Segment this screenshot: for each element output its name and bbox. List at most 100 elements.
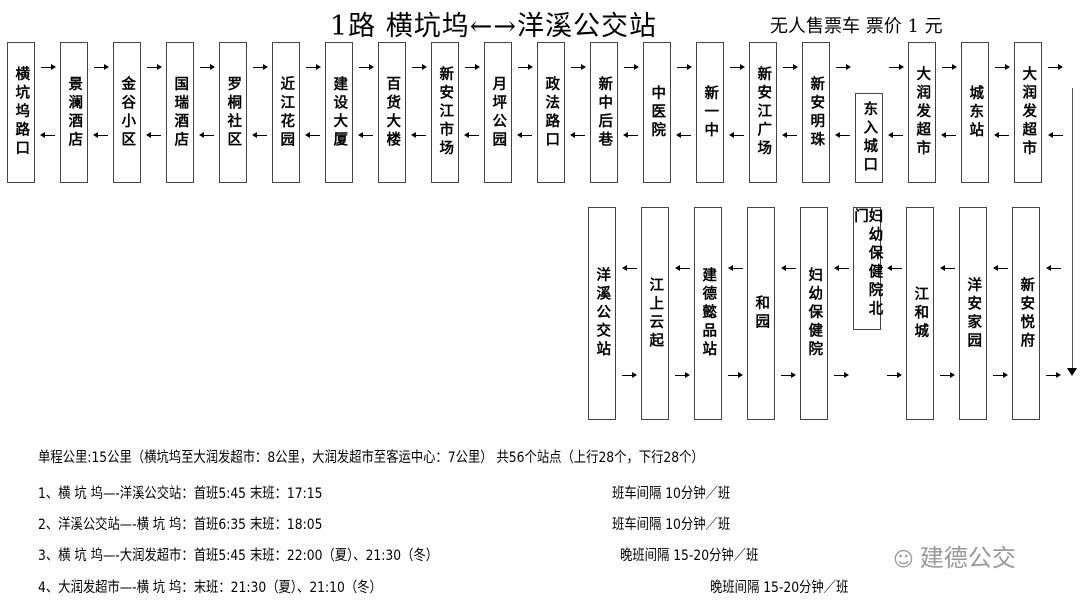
left-arrow-icon	[993, 263, 1008, 273]
station-name: 罗桐社区	[225, 75, 242, 150]
left-arrow-icon	[517, 130, 532, 140]
station-box: 新安明珠	[802, 42, 830, 183]
station-box: 新一中	[696, 42, 724, 183]
right-arrow-icon	[942, 62, 957, 72]
right-arrow-icon	[730, 62, 745, 72]
schedule-3-route: 3、横 坑 坞—-大润发超市：首班5:45 末班：22:00（夏）、21:30（…	[38, 548, 439, 564]
station-box: 洋安家园	[959, 207, 987, 420]
station-name: 东入城口	[861, 101, 878, 175]
right-arrow-icon	[253, 62, 268, 72]
station-box: 政法路口	[537, 42, 565, 183]
station-name: 和园	[753, 295, 770, 332]
station-box: 江和城	[906, 207, 934, 420]
left-arrow-icon	[834, 263, 849, 273]
station-box: 和园	[747, 207, 775, 420]
right-arrow-icon	[783, 62, 798, 72]
station-name: 城东站	[967, 84, 984, 141]
station-box: 横坑坞路口	[7, 42, 35, 183]
left-arrow-icon	[305, 130, 320, 140]
station-box: 妇幼保健院北门	[852, 207, 883, 330]
schedule-4-interval: 晚班间隔 15-20分钟／班	[710, 580, 849, 596]
right-arrow-icon	[571, 62, 586, 72]
station-name: 月坪公园	[490, 75, 507, 150]
station-box: 国瑞酒店	[166, 42, 194, 183]
left-arrow-icon	[622, 263, 637, 273]
station-box: 建设大厦	[325, 42, 353, 183]
schedule-3-interval: 晚班间隔 15-20分钟／班	[620, 548, 759, 564]
station-name: 政法路口	[543, 75, 560, 150]
left-arrow-icon	[940, 263, 955, 273]
left-arrow-icon	[887, 263, 902, 273]
right-arrow-icon	[465, 62, 480, 72]
right-arrow-icon	[412, 62, 427, 72]
station-name: 百货大楼	[384, 75, 401, 150]
station-box: 金谷小区	[113, 42, 141, 183]
left-arrow-icon	[358, 130, 373, 140]
station-name: 新安江广场	[755, 66, 772, 159]
station-box: 新安江市场	[431, 42, 459, 183]
schedule-2-interval: 班车间隔 10分钟／班	[612, 517, 731, 533]
watermark-text: 建德公交	[919, 544, 1016, 572]
right-arrow-icon	[995, 62, 1010, 72]
station-name: 景澜酒店	[66, 75, 83, 150]
schedule-2-route: 2、洋溪公交站—-横 坑 坞：首班6:35 末班：18:05	[38, 517, 323, 533]
left-arrow-icon	[1048, 130, 1063, 140]
wechat-icon: ☺	[893, 547, 914, 571]
station-box: 妇幼保健院	[800, 207, 828, 420]
right-arrow-icon	[993, 370, 1008, 380]
station-name: 江上云起	[647, 276, 664, 351]
station-name: 新一中	[702, 84, 719, 141]
left-arrow-icon	[728, 263, 743, 273]
station-box: 中医院	[643, 42, 671, 183]
left-arrow-icon	[888, 130, 903, 140]
station-name: 横坑坞路口	[13, 66, 30, 159]
station-box: 东入城口	[855, 93, 883, 183]
station-name: 江和城	[912, 285, 929, 342]
station-box: 大润发超市	[1014, 42, 1042, 183]
left-arrow-icon	[781, 263, 796, 273]
right-arrow-icon	[94, 62, 109, 72]
route-summary: 单程公里:15公里（横坑坞至大润发超市：8公里，大润发超市至客运中心：7公里） …	[38, 450, 704, 466]
left-arrow-icon	[252, 130, 267, 140]
left-arrow-icon	[835, 130, 850, 140]
station-name: 建德懿品站	[700, 267, 717, 360]
station-name: 妇幼保健院	[806, 267, 823, 360]
station-name: 新安明珠	[808, 75, 825, 150]
left-arrow-icon	[464, 130, 479, 140]
right-arrow-icon	[1046, 370, 1061, 380]
station-name: 大润发超市	[914, 66, 931, 159]
right-arrow-icon	[834, 370, 849, 380]
station-box: 景澜酒店	[60, 42, 88, 183]
station-box: 建德懿品站	[694, 207, 722, 420]
station-box: 新安悦府	[1012, 207, 1040, 420]
left-arrow-icon	[623, 130, 638, 140]
station-name: 新中后巷	[596, 75, 613, 150]
right-arrow-icon	[200, 62, 215, 72]
right-arrow-icon	[887, 370, 902, 380]
left-arrow-icon	[941, 130, 956, 140]
left-arrow-icon	[570, 130, 585, 140]
station-name: 中医院	[649, 84, 666, 141]
station-box: 罗桐社区	[219, 42, 247, 183]
schedule-4-route: 4、大润发超市—-横 坑 坞：末班：21:30（夏）、21:10（冬）	[38, 580, 382, 596]
station-name: 新安江市场	[437, 66, 454, 159]
station-name: 国瑞酒店	[172, 75, 189, 150]
right-arrow-icon	[622, 370, 637, 380]
schedule-1-interval: 班车间隔 10分钟／班	[612, 486, 731, 502]
fare-info: 无人售票车 票价 1 元	[770, 16, 943, 37]
right-arrow-icon	[1048, 62, 1063, 72]
station-box: 城东站	[961, 42, 989, 183]
station-box: 新安江广场	[749, 42, 777, 183]
right-arrow-icon	[359, 62, 374, 72]
left-arrow-icon	[675, 263, 690, 273]
right-arrow-icon	[677, 62, 692, 72]
station-name: 近江花园	[278, 75, 295, 150]
station-box: 新中后巷	[590, 42, 618, 183]
left-arrow-icon	[1046, 263, 1061, 273]
station-box: 百货大楼	[378, 42, 406, 183]
station-box: 江上云起	[641, 207, 669, 420]
station-name: 妇幼保健院北门	[852, 208, 883, 319]
route-title: 1路 横坑坞←→洋溪公交站	[330, 11, 658, 42]
right-arrow-icon	[889, 62, 904, 72]
